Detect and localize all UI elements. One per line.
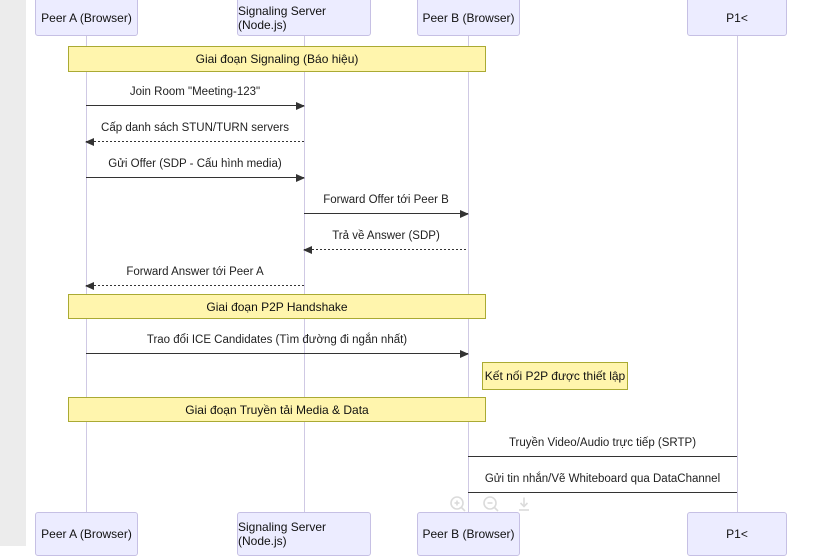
message-join-room: Join Room "Meeting-123" <box>86 81 305 110</box>
actor-label: Peer A (Browser) <box>41 11 132 25</box>
viewer-toolbar <box>448 494 534 514</box>
message-line <box>86 177 304 178</box>
note-label: Kết nối P2P được thiết lập <box>484 369 626 383</box>
message-label: Forward Answer tới Peer A <box>126 266 264 278</box>
arrowhead-right-icon <box>460 209 469 218</box>
message-srtp-media: Truyền Video/Audio trực tiếp (SRTP) <box>468 432 737 460</box>
actor-peer-b-bottom: Peer B (Browser) <box>417 512 520 556</box>
message-datachannel: Gửi tin nhắn/Vẽ Whiteboard qua DataChann… <box>468 468 737 496</box>
actor-p1-bottom: P1< <box>687 512 787 556</box>
arrowhead-left-icon <box>85 281 94 290</box>
message-forward-offer: Forward Offer tới Peer B <box>304 189 469 218</box>
message-line <box>304 213 468 214</box>
message-line <box>86 141 304 142</box>
message-line <box>86 105 304 106</box>
phase-band-media-data: Giai đoạn Truyền tải Media & Data <box>68 397 486 422</box>
page-gutter <box>0 0 26 546</box>
lifeline-peer-a <box>86 36 87 512</box>
message-label: Forward Offer tới Peer B <box>323 194 449 206</box>
zoom-in-icon[interactable] <box>448 494 468 514</box>
actor-signaling-server-top: Signaling Server (Node.js) <box>237 0 371 36</box>
lifeline-p1 <box>737 36 738 512</box>
lifeline-peer-b <box>468 36 469 512</box>
lifeline-signaling-server <box>304 36 305 512</box>
arrowhead-right-icon <box>296 101 305 110</box>
actor-peer-a-top: Peer A (Browser) <box>35 0 138 36</box>
message-label: Trả về Answer (SDP) <box>332 230 440 242</box>
phase-band-label: Giai đoạn P2P Handshake <box>206 299 348 314</box>
message-line <box>86 285 304 286</box>
message-line <box>304 249 468 250</box>
message-forward-answer: Forward Answer tới Peer A <box>85 261 304 290</box>
zoom-out-icon[interactable] <box>481 494 501 514</box>
arrowhead-left-icon <box>303 245 312 254</box>
actor-signaling-server-bottom: Signaling Server (Node.js) <box>237 512 371 556</box>
actor-label: P1< <box>726 527 748 541</box>
phase-band-label: Giai đoạn Signaling (Báo hiệu) <box>195 52 359 66</box>
actor-label: Peer A (Browser) <box>41 527 132 541</box>
message-line <box>468 456 737 457</box>
actor-label: P1< <box>726 11 748 25</box>
actor-label: Signaling Server (Node.js) <box>238 4 327 32</box>
arrowhead-left-icon <box>85 137 94 146</box>
actor-label: Peer B (Browser) <box>422 11 515 25</box>
message-label: Cấp danh sách STUN/TURN servers <box>101 122 289 134</box>
phase-band-label: Giai đoạn Truyền tải Media & Data <box>185 402 369 417</box>
message-line <box>468 492 737 493</box>
actor-label: Peer B (Browser) <box>422 527 515 541</box>
actor-label: Signaling Server (Node.js) <box>238 520 327 548</box>
message-ice-candidates: Trao đổi ICE Candidates (Tìm đường đi ng… <box>86 329 469 358</box>
phase-band-signaling: Giai đoạn Signaling (Báo hiệu) <box>68 46 486 72</box>
download-icon[interactable] <box>514 494 534 514</box>
message-label: Gửi tin nhắn/Vẽ Whiteboard qua DataChann… <box>484 473 721 485</box>
phase-band-p2p-handshake: Giai đoạn P2P Handshake <box>68 294 486 319</box>
arrowhead-right-icon <box>460 349 469 358</box>
message-label: Trao đổi ICE Candidates (Tìm đường đi ng… <box>146 334 408 346</box>
actor-peer-b-top: Peer B (Browser) <box>417 0 520 36</box>
arrowhead-right-icon <box>296 173 305 182</box>
message-label: Truyền Video/Audio trực tiếp (SRTP) <box>508 437 697 449</box>
message-send-offer: Gửi Offer (SDP - Cấu hình media) <box>86 153 305 182</box>
message-label: Join Room "Meeting-123" <box>129 86 261 98</box>
message-line <box>86 353 468 354</box>
actor-p1-top: P1< <box>687 0 787 36</box>
message-return-answer: Trả về Answer (SDP) <box>303 225 468 254</box>
actor-peer-a-bottom: Peer A (Browser) <box>35 512 138 556</box>
note-p2p-established: Kết nối P2P được thiết lập <box>482 362 628 390</box>
message-stun-turn-list: Cấp danh sách STUN/TURN servers <box>85 117 304 146</box>
message-label: Gửi Offer (SDP - Cấu hình media) <box>108 158 282 170</box>
